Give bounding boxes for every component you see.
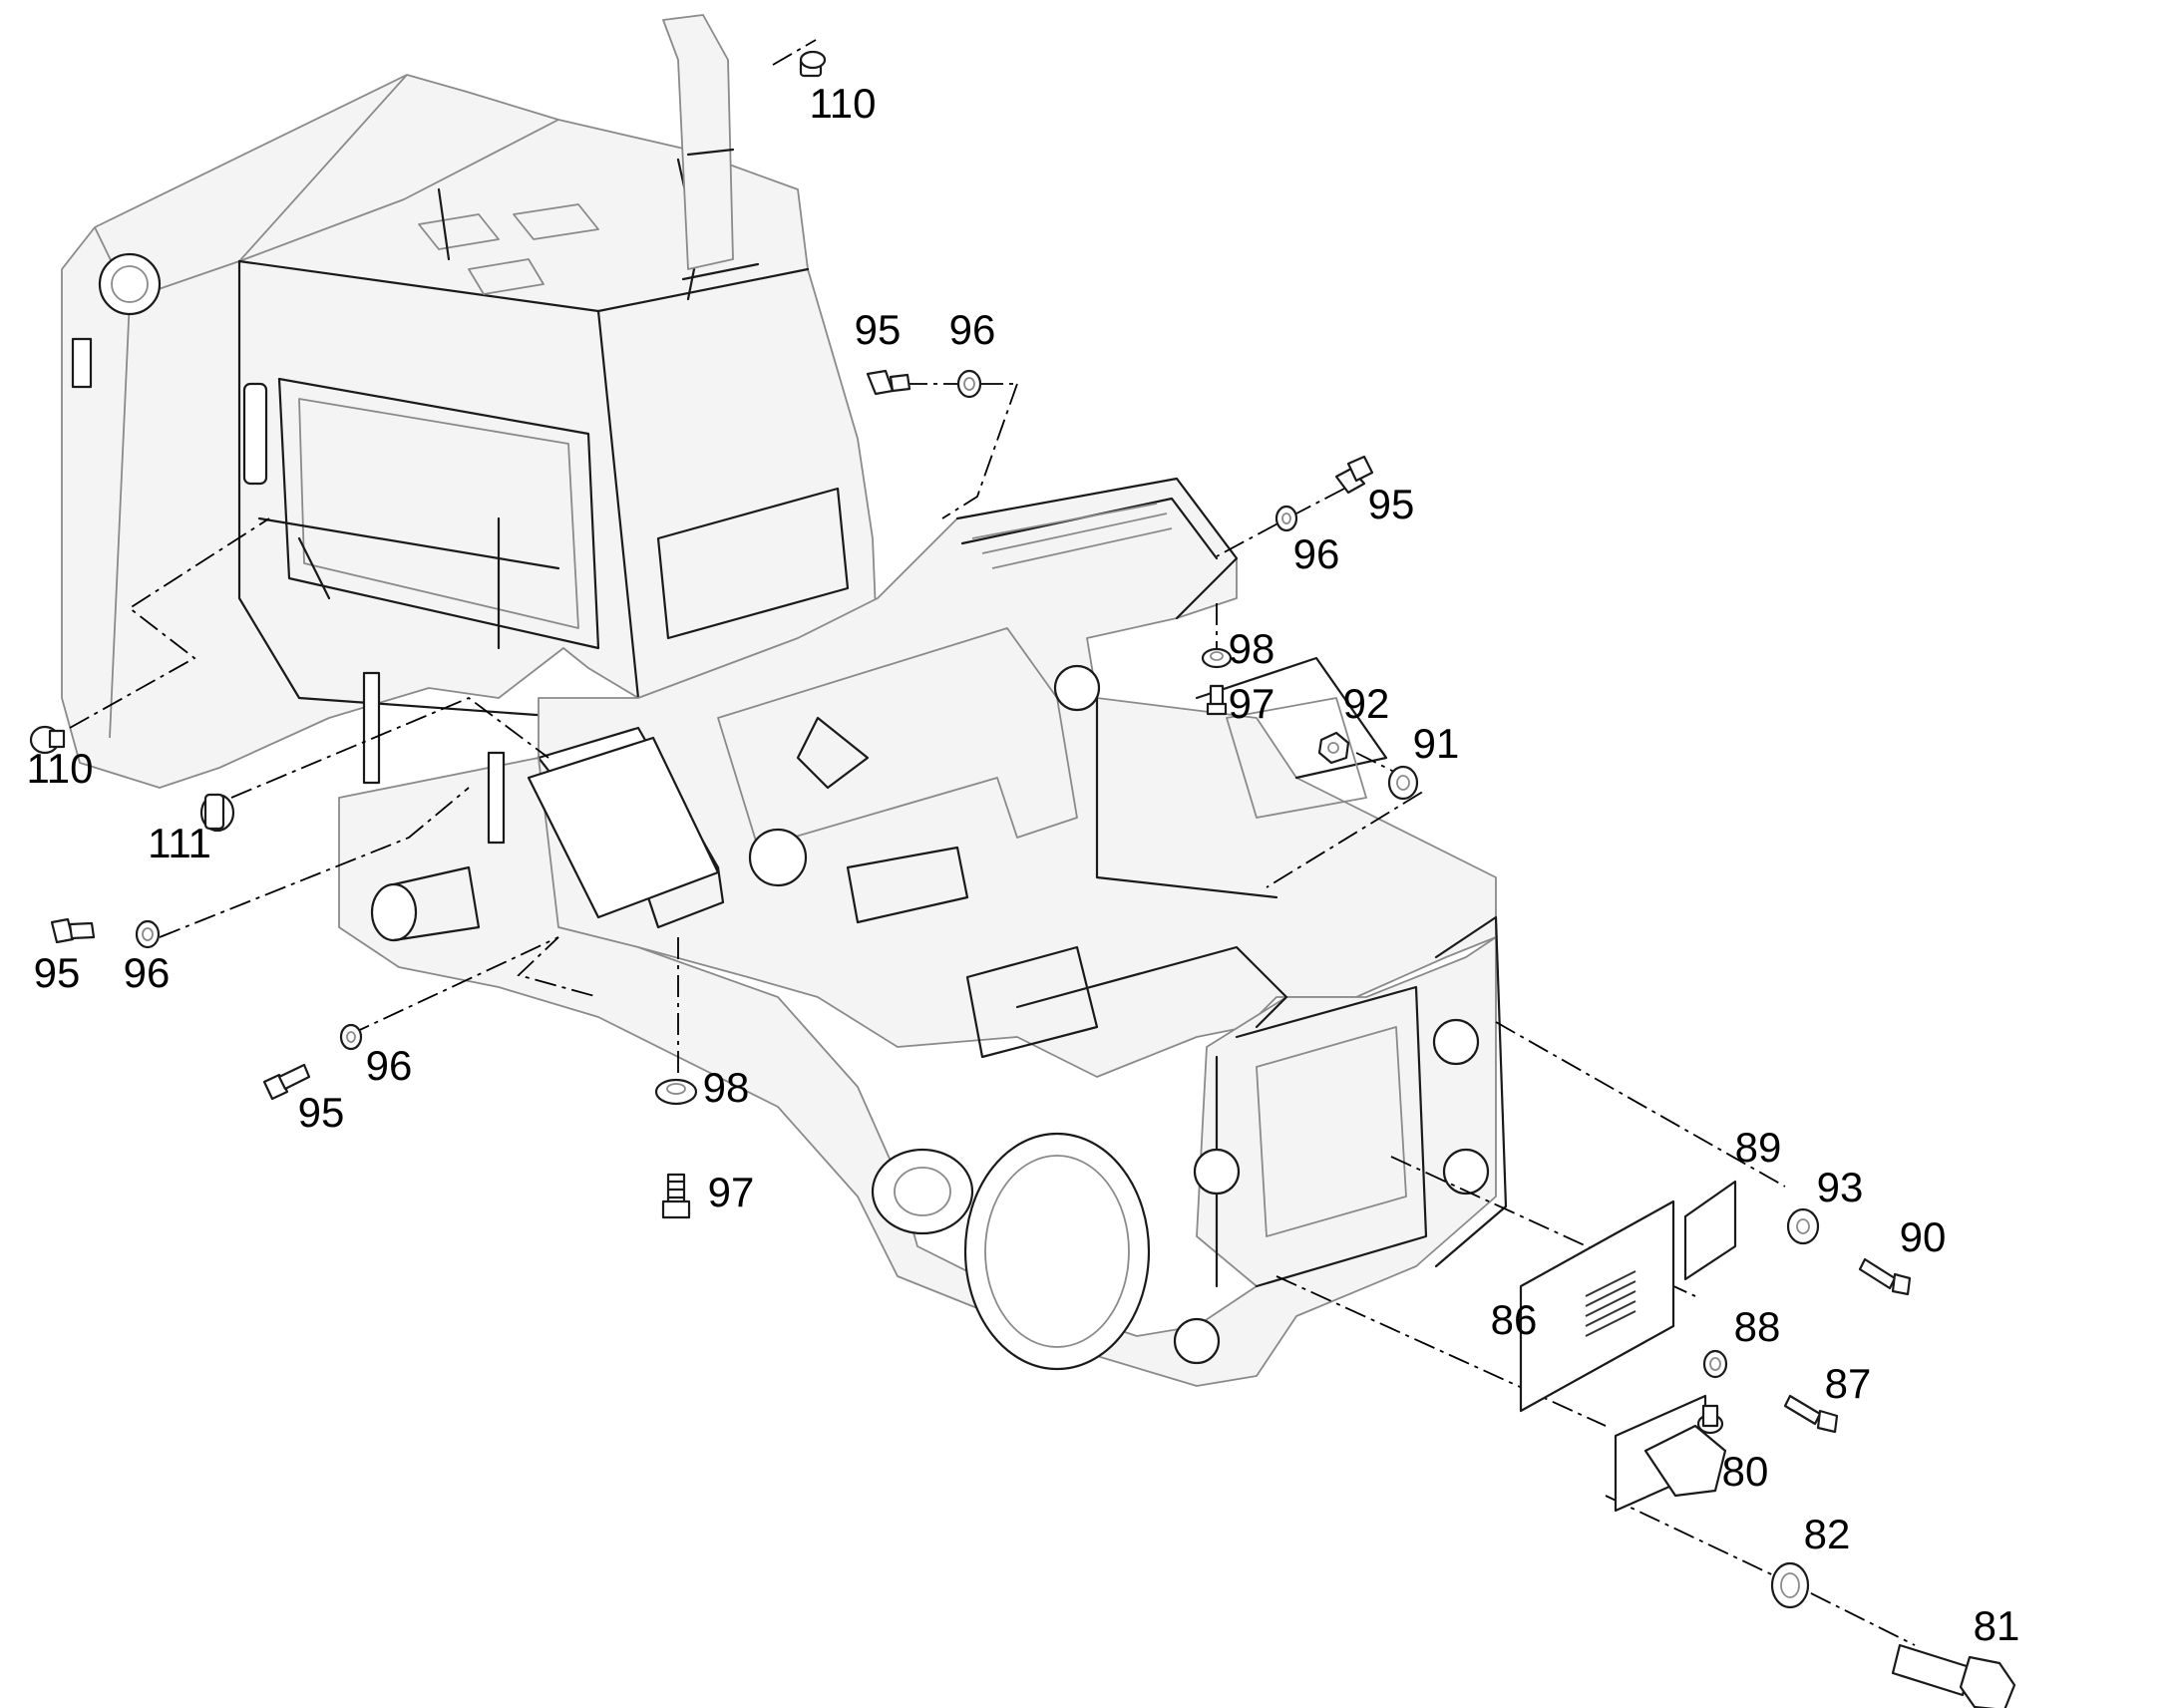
callout-96: 96 [366,1042,413,1089]
callout-97: 97 [708,1169,755,1215]
callout-labels: 110 95 96 95 96 98 97 92 91 110 111 95 96 96 95 98 97 89 9… [27,80,2020,1649]
part-111-plug [199,793,235,833]
callout-88: 88 [1734,1303,1781,1350]
callout-110: 110 [810,80,877,127]
part-98-washer-lower [654,1078,698,1106]
callout-92: 92 [1343,680,1390,727]
part-96-washer-lower [339,1023,363,1051]
hardware-parts [29,50,2016,1708]
callout-93: 93 [1817,1164,1864,1210]
part-95-bolt-lower [262,1063,311,1101]
callout-95: 95 [34,949,81,996]
callout-89: 89 [1735,1124,1782,1171]
part-110-knob-lower [29,725,66,755]
callout-82: 82 [1804,1511,1851,1557]
part-88-washer [1702,1349,1728,1379]
part-95-bolt-left [50,917,96,944]
part-96-washer-left [135,919,161,949]
part-97-screw-upper [1206,684,1228,716]
part-98-washer-upper [1201,647,1233,669]
callout-81: 81 [1974,1602,2020,1649]
callout-98: 98 [1229,625,1275,672]
callout-80: 80 [1722,1448,1769,1495]
callout-96: 96 [1293,530,1340,577]
part-96-washer-top [956,369,982,399]
callout-95: 95 [855,306,902,353]
lower-chassis [338,671,1508,1387]
part-80-tow-hitch [1614,1394,1727,1513]
part-110-knob-upper [799,50,827,78]
part-93-washer [1786,1207,1820,1245]
engine-hood-housing [61,14,879,789]
callout-95: 95 [298,1089,345,1136]
part-95-bolt-top [866,369,911,396]
part-91-washer [1387,765,1419,801]
chassis-frame [61,14,1508,1387]
callout-98: 98 [703,1064,750,1111]
callout-110: 110 [27,745,94,792]
part-81-bolt [1891,1643,2016,1708]
callout-87: 87 [1825,1360,1872,1407]
callout-90: 90 [1900,1213,1947,1260]
part-97-screw-lower [661,1173,691,1219]
part-90-bolt [1858,1257,1912,1296]
part-82-washer [1770,1561,1810,1609]
callout-91: 91 [1413,720,1460,767]
part-87-bolt [1783,1394,1839,1434]
part-95-bolt-right [1334,455,1374,495]
callout-111: 111 [148,820,211,866]
callout-96: 96 [124,949,171,996]
part-89-plate-small [1683,1180,1737,1281]
callout-97: 97 [1229,680,1275,727]
part-86-plate-large [1519,1199,1675,1413]
callout-96: 96 [949,306,996,353]
part-92-nut [1317,731,1350,765]
part-96-washer-right [1274,505,1298,532]
callout-86: 86 [1491,1296,1538,1343]
callout-95: 95 [1368,481,1415,527]
leader-lines [69,39,1916,1646]
